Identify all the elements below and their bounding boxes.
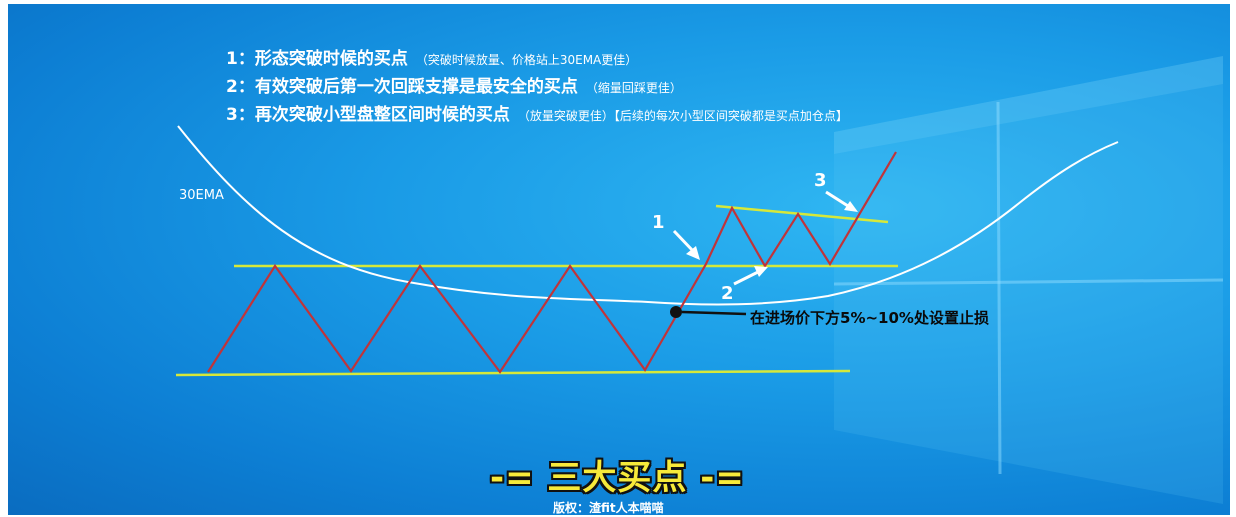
ema-curve: [177, 125, 1119, 306]
note-row: 3：再次突破小型盘整区间时候的买点 （放量突破更佳）【后续的每次小型区间突破都是买…: [226, 102, 848, 130]
slide-title: -= 三大买点 -=: [490, 458, 745, 498]
arrow-3: [825, 190, 849, 208]
note-sub: （突破时候放量、价格站上30EMA更佳）: [415, 53, 638, 67]
stop-loss-arrow: [681, 310, 747, 316]
note-sub: （放量突破更佳）【后续的每次小型区间突破都是买点加仓点】: [517, 109, 848, 123]
note-row: 2：有效突破后第一次回踩支撑是最安全的买点 （缩量回踩更佳）: [226, 74, 848, 102]
note-row: 1：形态突破时候的买点 （突破时候放量、价格站上30EMA更佳）: [226, 46, 848, 74]
price-line: [207, 151, 897, 374]
point-label-1: 1: [652, 212, 665, 233]
arrow-2: [733, 270, 759, 286]
ema-label: 30EMA: [179, 188, 224, 203]
entry-point-dot: [670, 306, 682, 318]
support-line: [175, 369, 851, 377]
upper-consolidation-line: [715, 204, 889, 224]
note-main: 3：再次突破小型盘整区间时候的买点: [226, 105, 510, 125]
copyright-text: 版权：渣fit人本喵喵: [553, 501, 664, 515]
arrow-3-head: [844, 201, 858, 212]
stop-loss-text: 在进场价下方5%~10%处设置止损: [750, 309, 989, 327]
point-label-3: 3: [814, 170, 827, 191]
windows-logo-background: [833, 56, 1224, 504]
arrow-1: [672, 229, 696, 254]
note-main: 1：形态突破时候的买点: [226, 49, 408, 69]
price-diagram: 1 2 3 30EMA: [175, 125, 1119, 377]
arrow-1-head: [686, 246, 700, 260]
note-sub: （缩量回踩更佳）: [585, 81, 682, 95]
arrow-2-head: [754, 266, 768, 277]
slide-frame: 1：形态突破时候的买点 （突破时候放量、价格站上30EMA更佳） 2：有效突破后第…: [8, 4, 1230, 515]
point-label-2: 2: [721, 283, 734, 304]
note-main: 2：有效突破后第一次回踩支撑是最安全的买点: [226, 77, 578, 97]
buy-point-notes: 1：形态突破时候的买点 （突破时候放量、价格站上30EMA更佳） 2：有效突破后第…: [226, 46, 848, 130]
